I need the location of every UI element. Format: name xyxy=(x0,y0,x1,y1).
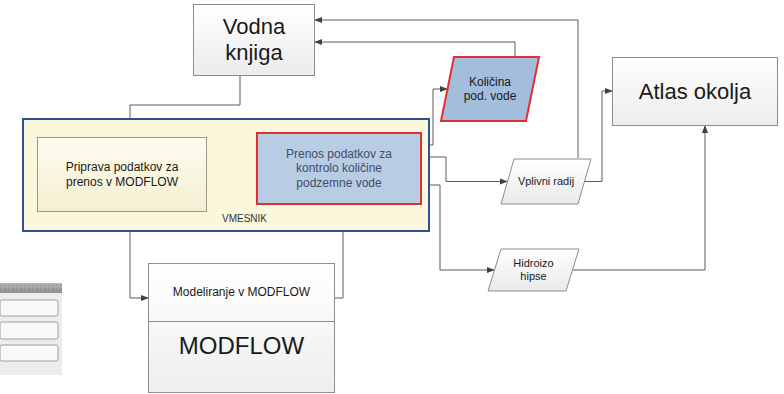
connector xyxy=(585,91,612,182)
data-parallelogram: Količina pod. vode xyxy=(440,56,540,122)
connector xyxy=(422,157,507,182)
box-label: Hidroizo hipse xyxy=(503,257,564,283)
box-heading: Modeliranje v MODFLOW xyxy=(149,264,334,321)
process-box: Vodna knjiga xyxy=(193,4,315,76)
band-label: VMESNIK xyxy=(222,213,267,225)
box-label: Atlas okolja xyxy=(639,79,752,105)
connector xyxy=(315,42,515,56)
window-panel xyxy=(0,293,62,375)
title-bar-texture xyxy=(0,284,62,292)
button xyxy=(0,345,58,361)
output-box: Atlas okolja xyxy=(612,57,778,126)
data-parallelogram: Hidroizo hipse xyxy=(487,248,580,292)
button xyxy=(0,300,58,316)
box-label: Prenos podatkov za kontrolo količine pod… xyxy=(268,147,410,189)
box-label: Priprava podatkov za prenos v MODFLOW xyxy=(48,160,196,188)
box-label: Vodna knjiga xyxy=(202,14,306,66)
data-parallelogram: Vplivni radij xyxy=(500,158,592,205)
connector xyxy=(422,185,494,270)
button xyxy=(0,322,58,339)
parallelogram-shape xyxy=(488,249,579,291)
interface-band: VMESNIK Priprava podatkov za prenos v MOD… xyxy=(22,118,430,232)
box-label: Količina pod. vode xyxy=(462,75,518,103)
parallelogram-shape xyxy=(501,159,591,204)
process-box: Priprava podatkov za prenos v MODFLOW xyxy=(37,137,207,212)
software-box: Modeliranje v MODFLOWMODFLOW xyxy=(148,263,335,393)
highlighted-process-box: Prenos podatkov za kontrolo količine pod… xyxy=(256,132,422,205)
parallelogram-shape xyxy=(441,57,539,121)
title-bar xyxy=(0,283,62,293)
box-label: Vplivni radij xyxy=(518,175,574,188)
software-name: MODFLOW xyxy=(149,321,334,392)
connector xyxy=(573,126,705,270)
